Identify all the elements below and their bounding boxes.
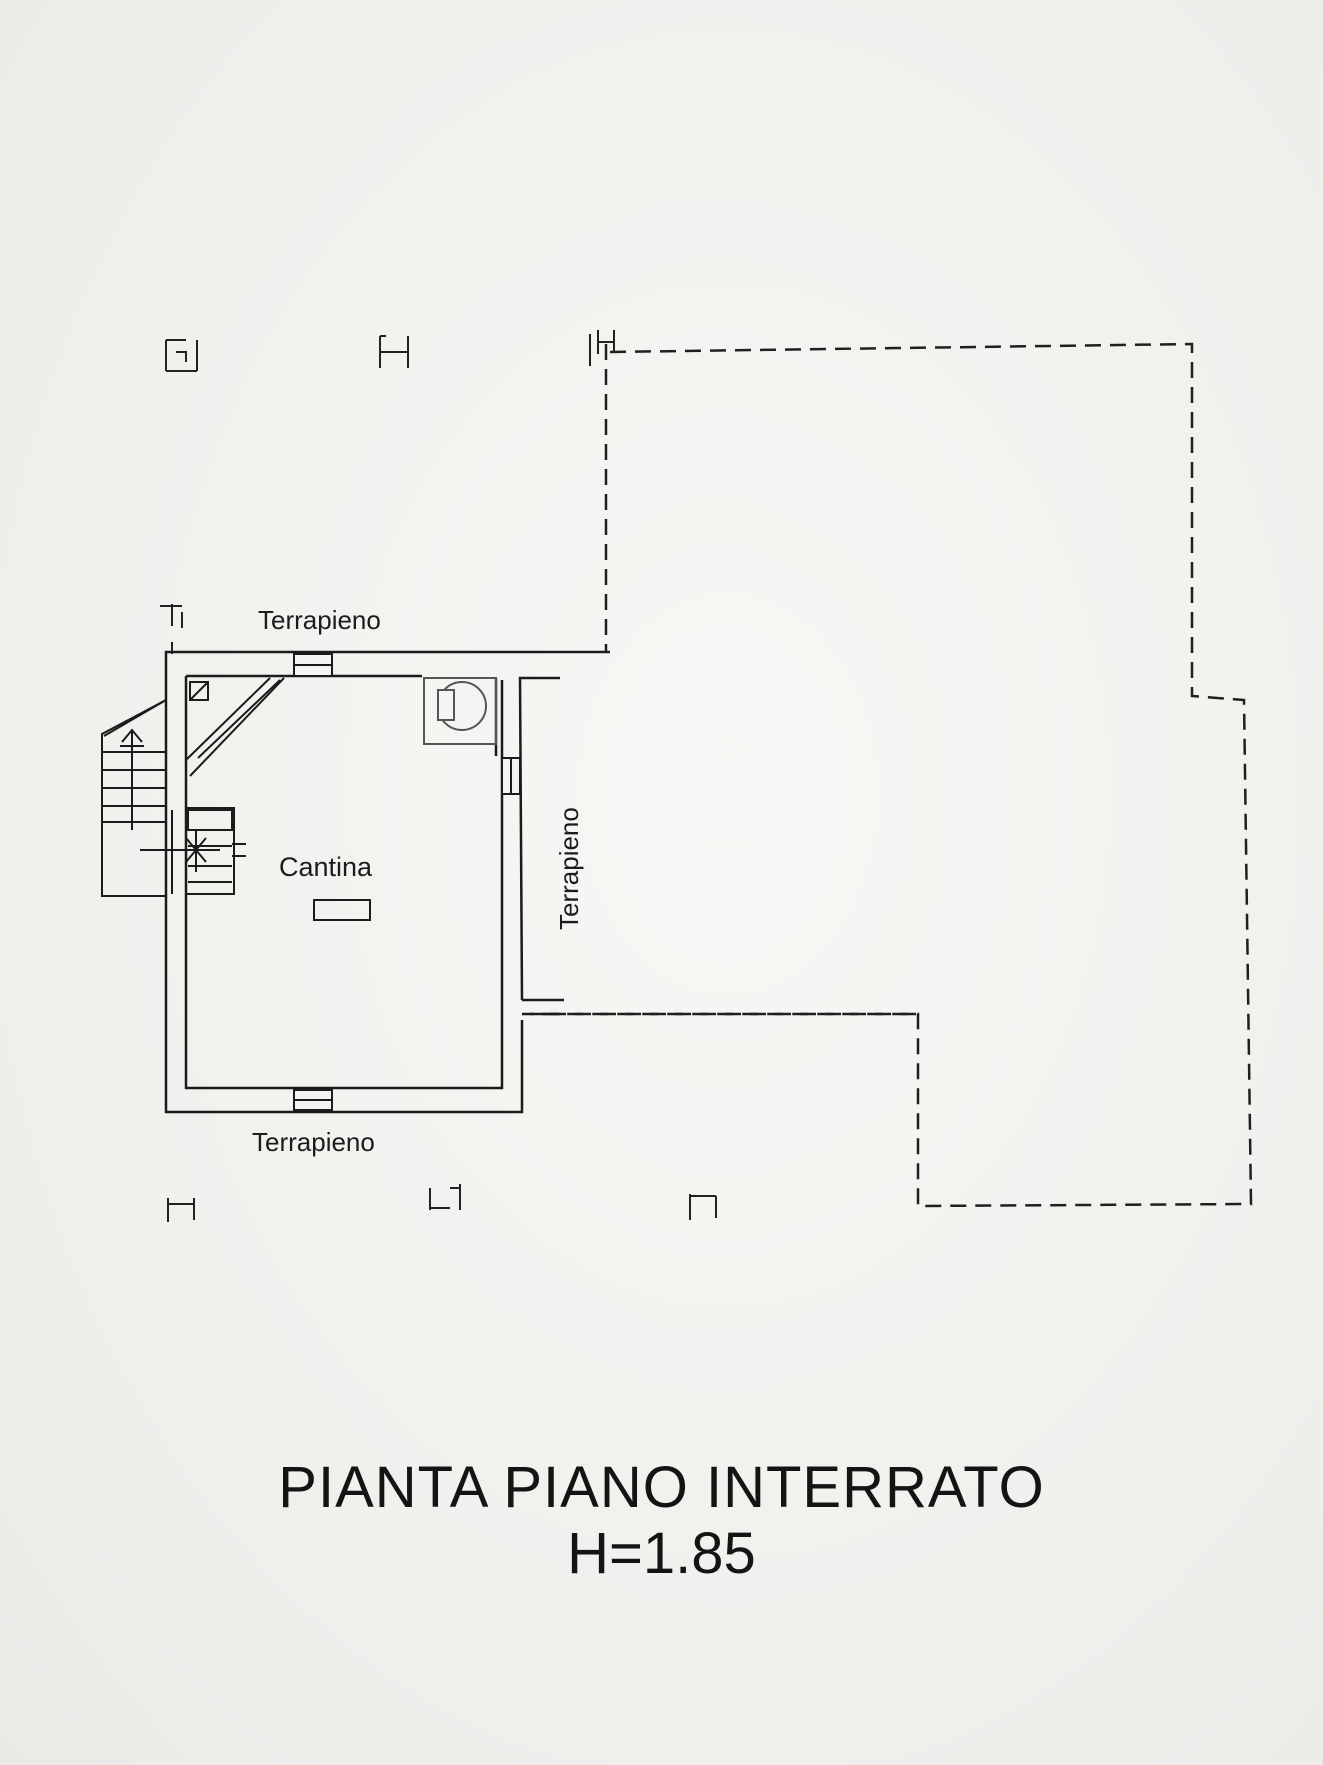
label-terrapieno-top: Terrapieno — [258, 605, 381, 635]
interior-ramp — [185, 677, 285, 777]
boiler-symbol — [423, 677, 497, 745]
ramp-corner-box — [189, 681, 209, 701]
corner-mark-7 — [689, 1194, 717, 1220]
label-room-cantina: Cantina — [279, 852, 373, 882]
floor-drain-symbol — [313, 899, 371, 921]
corner-mark-4 — [160, 604, 183, 654]
title-block: PIANTA PIANO INTERRATO H=1.85 — [0, 1455, 1323, 1587]
corner-mark-5 — [167, 1198, 195, 1222]
external-stair — [101, 699, 167, 897]
label-terrapieno-bottom: Terrapieno — [252, 1127, 375, 1157]
wall-outer — [164, 650, 610, 1114]
corner-mark-6 — [429, 1184, 461, 1210]
cellar-walls — [164, 650, 610, 1114]
windows — [293, 653, 521, 1111]
inner-stair — [140, 807, 246, 895]
label-terrapieno-right: Terrapieno — [554, 807, 584, 930]
upper-floor-outline — [530, 342, 1253, 1208]
corner-mark-3 — [589, 330, 615, 366]
foundation-marks — [160, 330, 717, 1222]
corner-mark-1 — [165, 339, 198, 372]
corner-mark-2 — [379, 335, 409, 368]
floor-height-label: H=1.85 — [567, 1521, 756, 1586]
drawing-title: PIANTA PIANO INTERRATO — [278, 1455, 1045, 1520]
